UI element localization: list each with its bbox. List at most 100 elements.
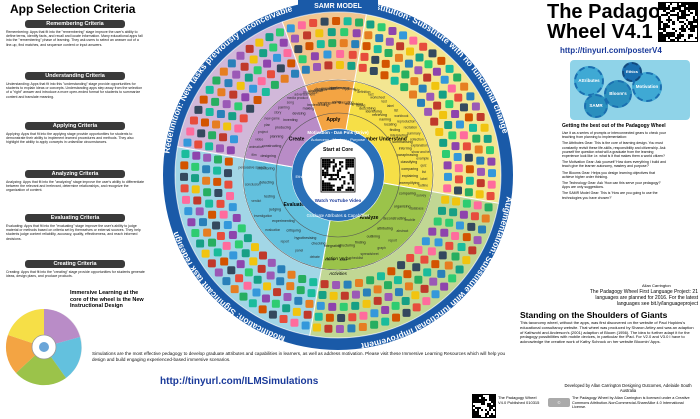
app-icon[interactable] <box>424 60 433 69</box>
app-icon[interactable] <box>258 251 267 260</box>
app-icon[interactable] <box>480 123 489 132</box>
app-icon[interactable] <box>192 151 201 160</box>
app-icon[interactable] <box>352 29 361 38</box>
footer-qr-icon[interactable] <box>472 394 496 418</box>
app-icon[interactable] <box>394 288 403 297</box>
app-icon[interactable] <box>214 268 223 277</box>
app-icon[interactable] <box>236 260 245 269</box>
app-icon[interactable] <box>197 129 206 138</box>
app-icon[interactable] <box>335 324 344 333</box>
app-icon[interactable] <box>215 144 224 153</box>
app-icon[interactable] <box>301 321 310 330</box>
app-icon[interactable] <box>216 231 225 240</box>
app-icon[interactable] <box>290 34 299 43</box>
app-icon[interactable] <box>437 56 446 65</box>
app-icon[interactable] <box>217 88 226 97</box>
app-icon[interactable] <box>339 302 348 311</box>
app-icon[interactable] <box>441 150 450 159</box>
app-icon[interactable] <box>441 195 450 204</box>
app-icon[interactable] <box>259 49 268 58</box>
app-icon[interactable] <box>205 142 214 151</box>
app-icon[interactable] <box>280 74 289 83</box>
app-icon[interactable] <box>270 80 279 89</box>
app-icon[interactable] <box>454 186 463 195</box>
app-icon[interactable] <box>294 45 303 54</box>
app-icon[interactable] <box>348 50 357 59</box>
poster-qr-icon[interactable] <box>658 2 698 42</box>
app-icon[interactable] <box>223 122 232 131</box>
app-icon[interactable] <box>370 320 379 329</box>
app-icon[interactable] <box>194 140 203 149</box>
app-icon[interactable] <box>309 19 318 28</box>
app-icon[interactable] <box>187 218 196 227</box>
app-icon[interactable] <box>414 275 423 284</box>
app-icon[interactable] <box>249 55 258 64</box>
app-icon[interactable] <box>234 124 243 133</box>
app-icon[interactable] <box>249 84 258 93</box>
app-icon[interactable] <box>451 142 460 151</box>
app-icon[interactable] <box>362 299 371 308</box>
app-icon[interactable] <box>406 47 415 56</box>
app-icon[interactable] <box>273 288 282 297</box>
app-icon[interactable] <box>189 116 198 125</box>
app-icon[interactable] <box>455 265 464 274</box>
app-icon[interactable] <box>438 90 447 99</box>
app-icon[interactable] <box>470 212 479 221</box>
app-icon[interactable] <box>381 317 390 326</box>
app-icon[interactable] <box>362 42 371 51</box>
app-icon[interactable] <box>360 52 369 61</box>
app-icon[interactable] <box>400 83 409 92</box>
app-icon[interactable] <box>237 224 246 233</box>
app-icon[interactable] <box>216 110 225 119</box>
app-icon[interactable] <box>320 17 329 26</box>
app-icon[interactable] <box>193 196 202 205</box>
ilms-link[interactable]: http://tinyurl.com/ILMSimulations <box>160 376 319 387</box>
app-icon[interactable] <box>332 280 341 289</box>
app-icon[interactable] <box>224 169 233 178</box>
app-icon[interactable] <box>253 66 262 75</box>
app-icon[interactable] <box>212 120 221 129</box>
app-icon[interactable] <box>287 270 296 279</box>
app-icon[interactable] <box>329 291 338 300</box>
app-icon[interactable] <box>449 208 458 217</box>
app-icon[interactable] <box>380 71 389 80</box>
app-icon[interactable] <box>440 228 449 237</box>
app-icon[interactable] <box>294 296 303 305</box>
app-icon[interactable] <box>440 282 449 291</box>
app-icon[interactable] <box>460 82 469 91</box>
app-icon[interactable] <box>437 269 446 278</box>
app-icon[interactable] <box>453 153 462 162</box>
app-icon[interactable] <box>478 225 487 234</box>
app-icon[interactable] <box>325 313 334 322</box>
app-icon[interactable] <box>273 53 282 62</box>
app-icon[interactable] <box>208 238 217 247</box>
app-icon[interactable] <box>207 259 216 268</box>
app-icon[interactable] <box>236 81 245 90</box>
app-icon[interactable] <box>261 87 270 96</box>
app-icon[interactable] <box>214 188 223 197</box>
app-icon[interactable] <box>370 309 379 318</box>
app-icon[interactable] <box>430 117 439 126</box>
app-icon[interactable] <box>241 93 250 102</box>
app-icon[interactable] <box>191 229 200 238</box>
app-icon[interactable] <box>476 112 485 121</box>
app-icon[interactable] <box>297 21 306 30</box>
app-icon[interactable] <box>431 290 440 299</box>
app-icon[interactable] <box>314 312 323 321</box>
app-icon[interactable] <box>343 280 352 289</box>
app-icon[interactable] <box>351 40 360 49</box>
app-icon[interactable] <box>269 43 278 52</box>
app-icon[interactable] <box>355 18 364 27</box>
app-icon[interactable] <box>229 135 238 144</box>
app-icon[interactable] <box>243 234 252 243</box>
app-icon[interactable] <box>469 123 478 132</box>
app-icon[interactable] <box>279 38 288 47</box>
app-icon[interactable] <box>301 65 310 74</box>
app-icon[interactable] <box>198 218 207 227</box>
app-icon[interactable] <box>384 49 393 58</box>
app-icon[interactable] <box>252 288 261 297</box>
app-icon[interactable] <box>182 195 191 204</box>
app-icon[interactable] <box>431 81 440 90</box>
app-icon[interactable] <box>439 138 448 147</box>
app-icon[interactable] <box>440 75 449 84</box>
